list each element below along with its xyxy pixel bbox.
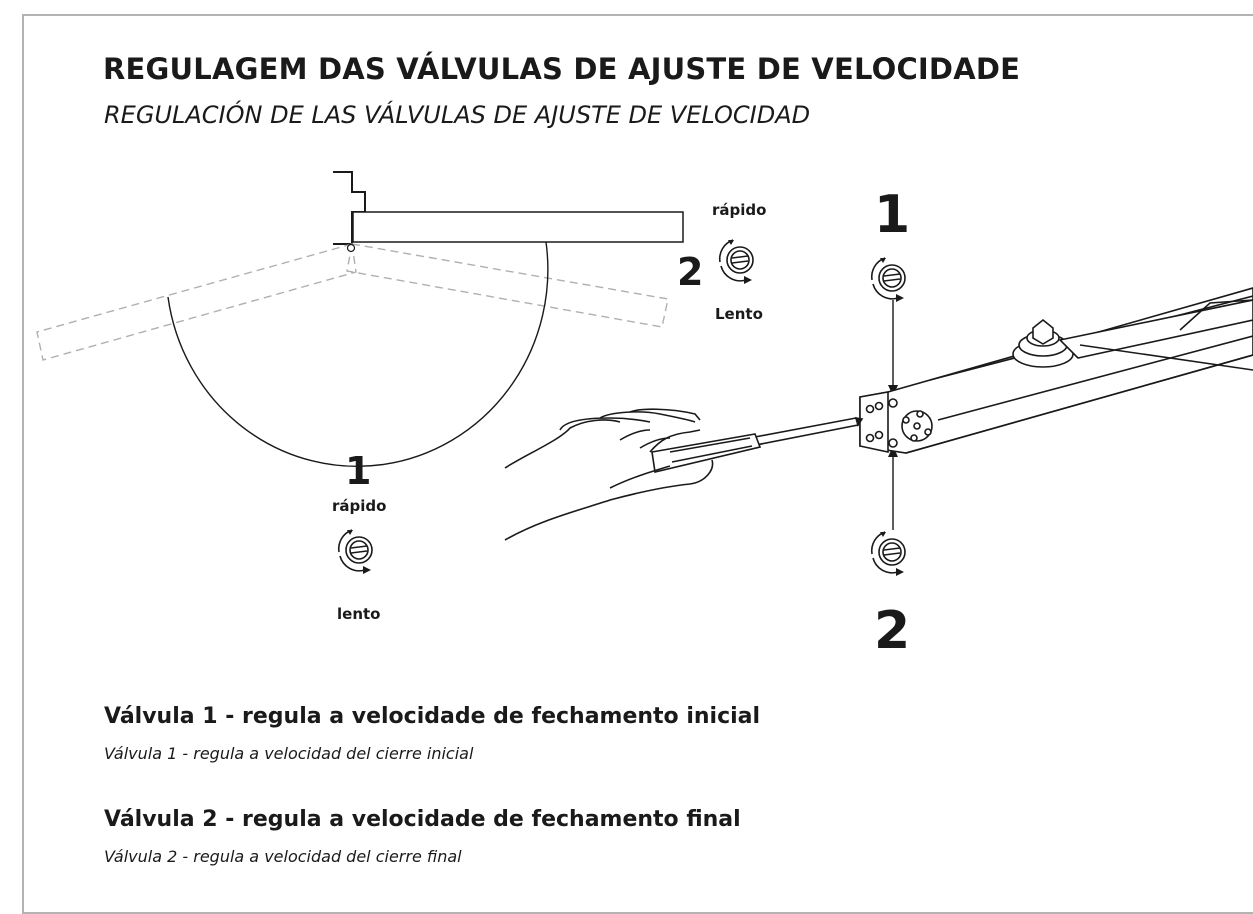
closer-valve1-number: 1 bbox=[874, 185, 910, 245]
door-closer-icon bbox=[859, 287, 1253, 454]
door-valve2-slow-label: Lento bbox=[715, 305, 763, 323]
valve2-description: Válvula 2 - regula a velocidade de fecha… bbox=[104, 807, 741, 832]
door-leaf-ghost-open bbox=[36, 243, 669, 361]
door-hinge bbox=[346, 243, 356, 253]
screwdriver-icon bbox=[651, 417, 864, 473]
valve-screw-icon bbox=[718, 239, 754, 285]
valve-screw-icon bbox=[870, 531, 906, 577]
page-subtitle: REGULACIÓN DE LAS VÁLVULAS DE AJUSTE DE … bbox=[104, 101, 811, 129]
door-leaf-closed bbox=[352, 211, 684, 243]
door-valve2-number: 2 bbox=[677, 250, 703, 294]
door-valve1-fast-label: rápido bbox=[332, 497, 386, 515]
valve-screw-icon bbox=[337, 529, 373, 575]
valve2-description-es: Válvula 2 - regula a velocidad del cierr… bbox=[104, 847, 462, 866]
valve-screw-icon bbox=[870, 257, 906, 303]
valve1-description-es: Válvula 1 - regula a velocidad del cierr… bbox=[104, 744, 474, 763]
door-valve2-fast-label: rápido bbox=[712, 201, 766, 219]
valve1-description: Válvula 1 - regula a velocidade de fecha… bbox=[104, 704, 761, 729]
door-closer-diagram: 1 2 bbox=[504, 185, 1253, 661]
closer-valve2-number: 2 bbox=[874, 601, 910, 661]
door-plan-diagram: 2 rápido Lento 1 rápido lento bbox=[36, 171, 766, 623]
door-valve1-number: 1 bbox=[345, 449, 371, 493]
door-valve1-slow-label: lento bbox=[337, 605, 380, 623]
door-frame-line bbox=[333, 171, 366, 245]
adjustment-illustration: 2 rápido Lento 1 rápido lento 1 2 bbox=[36, 171, 1253, 661]
hand-icon bbox=[504, 408, 714, 541]
page-title: REGULAGEM DAS VÁLVULAS DE AJUSTE DE VELO… bbox=[103, 52, 1021, 86]
door-swing-arc bbox=[167, 241, 549, 468]
